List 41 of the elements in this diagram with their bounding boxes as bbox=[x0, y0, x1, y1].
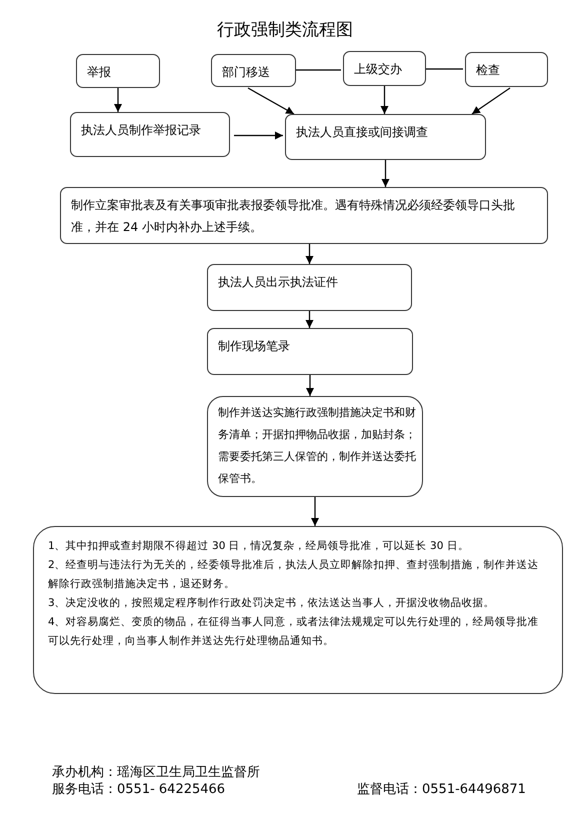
box-label: 执法人员出示执法证件 bbox=[218, 274, 338, 291]
arrow bbox=[380, 86, 388, 114]
arrow bbox=[114, 88, 122, 112]
note-text: 4、对容易腐烂、变质的物品，在征得当事人同意，或者法律法规规定可以先行处理的，经局领导批准可以先行处理，向当事人制作并送达先行处理物品通知书。 bbox=[48, 615, 540, 649]
process-box bbox=[285, 114, 486, 160]
process-box bbox=[76, 54, 160, 88]
box-label: 检查 bbox=[476, 62, 500, 79]
note-text: 1、其中扣押或查封期限不得超过 30 日，情况复杂，经局领导批准，可以延长 30 日。 bbox=[48, 539, 470, 554]
arrow bbox=[306, 244, 314, 264]
note-text: 3、决定没收的，按照规定程序制作行政处罚决定书，依法送达当事人，开据没收物品收据。 bbox=[48, 596, 496, 611]
box-label: 执法人员制作举报记录 bbox=[81, 122, 201, 139]
box-label: 上级交办 bbox=[354, 61, 402, 78]
process-box bbox=[33, 526, 563, 694]
process-box bbox=[207, 396, 423, 497]
connector-line bbox=[426, 68, 463, 70]
process-box bbox=[211, 54, 296, 87]
arrow bbox=[248, 87, 294, 115]
connector-line bbox=[296, 69, 341, 71]
process-box bbox=[343, 51, 426, 86]
box-label: 举报 bbox=[87, 64, 111, 81]
arrow bbox=[472, 88, 510, 114]
arrow bbox=[382, 160, 390, 187]
box-label: 制作立案审批表及有关事项审批表报委领导批准。遇有特殊情况必须经委领导口头批准，并在 24 小时内补办上述手续。 bbox=[71, 197, 516, 236]
arrow bbox=[306, 375, 314, 396]
process-box bbox=[207, 328, 413, 375]
box-label: 制作现场笔录 bbox=[218, 338, 290, 355]
footer-text: 服务电话：0551- 64225466 bbox=[52, 781, 226, 798]
footer-text: 监督电话：0551-64496871 bbox=[357, 781, 526, 798]
footer-text: 承办机构：瑶海区卫生局卫生监督所 bbox=[52, 764, 260, 781]
process-box bbox=[207, 264, 412, 311]
process-box bbox=[465, 52, 548, 87]
box-label: 部门移送 bbox=[222, 64, 270, 81]
box-label: 制作并送达实施行政强制措施决定书和财务清单；开据扣押物品收据，加贴封条；需要委托第三人保管的，制作并送达委托保管书。 bbox=[218, 405, 416, 487]
title: 行政强制类流程图 bbox=[216, 19, 354, 41]
process-box bbox=[70, 112, 230, 157]
note-text: 2、经查明与违法行为无关的，经委领导批准后，执法人员立即解除扣押、查封强制措施，制作并送达解除行政强制措施决定书，退还财务。 bbox=[48, 558, 540, 592]
process-box bbox=[60, 187, 548, 244]
arrow bbox=[306, 311, 314, 328]
arrow bbox=[311, 497, 319, 526]
box-label: 执法人员直接或间接调查 bbox=[296, 124, 428, 141]
arrow bbox=[234, 132, 283, 140]
